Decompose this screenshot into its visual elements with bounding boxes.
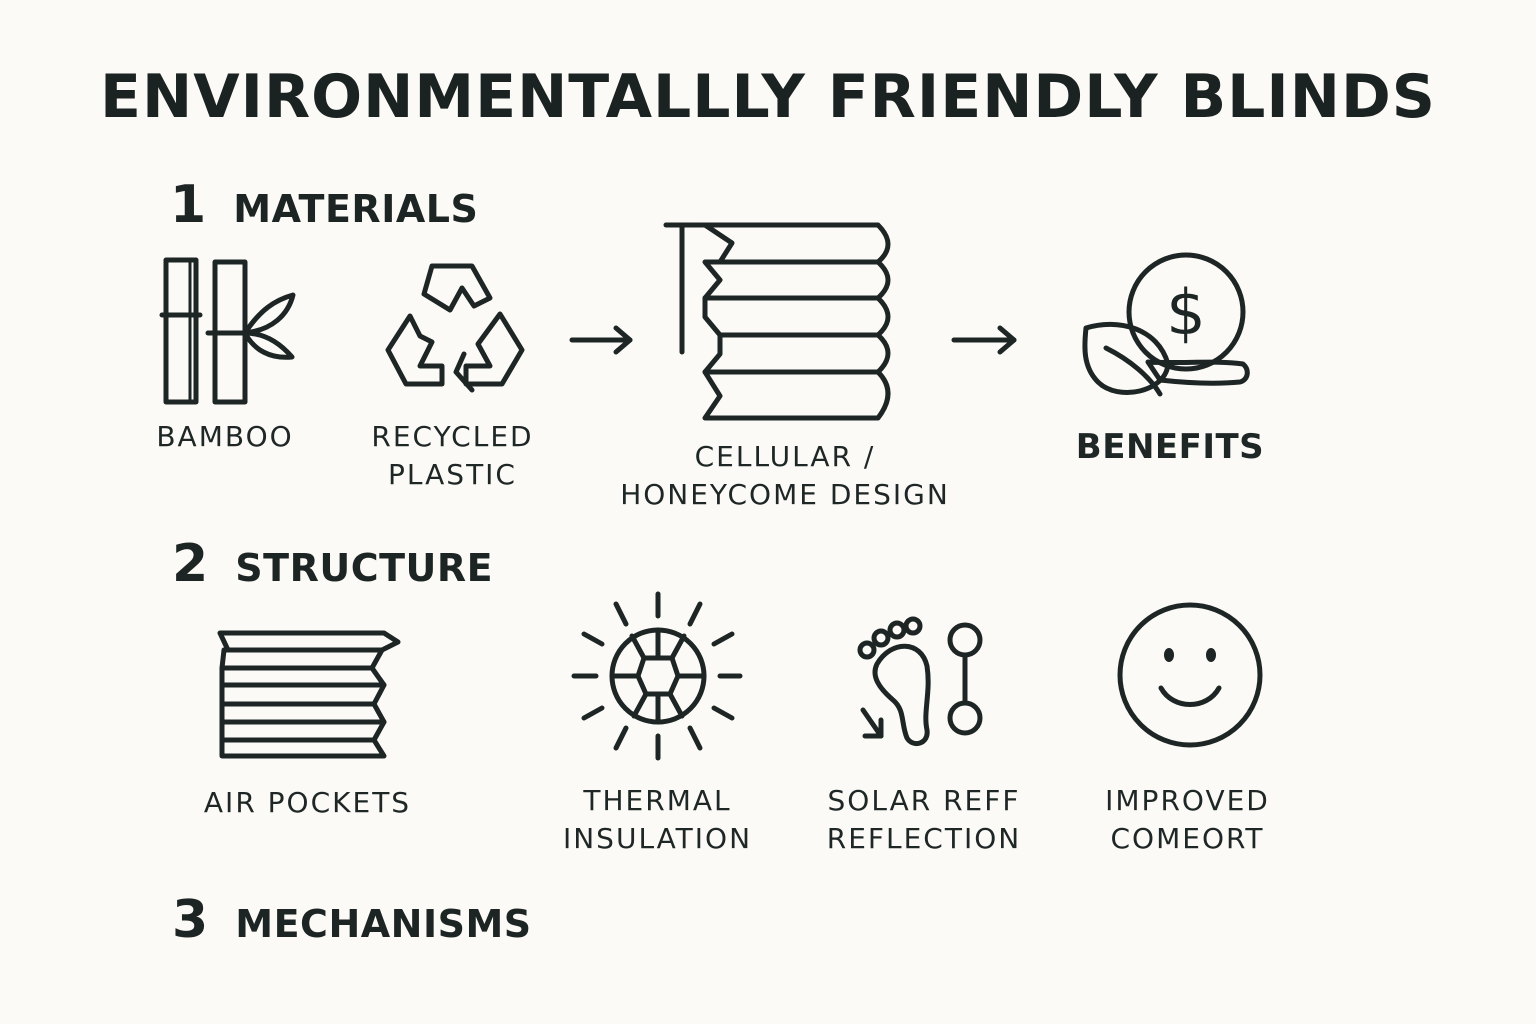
arrow-right-icon bbox=[951, 325, 1017, 355]
dollar-symbol: $ bbox=[1166, 276, 1205, 349]
thermal-sun-icon bbox=[571, 591, 743, 761]
section-label: MECHANISMS bbox=[235, 902, 532, 946]
comfort-label: IMPROVED COMEORT bbox=[1075, 782, 1300, 858]
cellular-label: CELLULAR / HONEYCOME DESIGN bbox=[580, 438, 990, 514]
section-number: 1 bbox=[170, 175, 207, 235]
section-materials: 1 MATERIALS bbox=[170, 175, 478, 235]
page-title: ENVIRONMENTALLLY FRIENDLY BLINDS bbox=[100, 62, 1436, 132]
cellular-label-line1: CELLULAR / bbox=[694, 440, 876, 473]
section-label: MATERIALS bbox=[233, 187, 479, 231]
air-pockets-label: AIR POCKETS bbox=[203, 786, 412, 819]
solar-label-line1: SOLAR REFF bbox=[827, 784, 1021, 817]
thermal-label-line1: THERMAL bbox=[583, 784, 732, 817]
bamboo-label: BAMBOO bbox=[156, 420, 294, 453]
recycled-label-line2: PLASTIC bbox=[388, 458, 517, 491]
money-leaf-icon: $ bbox=[1082, 252, 1250, 397]
thermal-label-line2: INSULATION bbox=[562, 822, 753, 855]
footprint-icon bbox=[857, 616, 983, 747]
arrow-right-icon bbox=[569, 325, 633, 355]
section-label: STRUCTURE bbox=[235, 546, 494, 590]
section-number: 3 bbox=[172, 890, 209, 950]
section-structure: 2 STRUCTURE bbox=[172, 534, 493, 594]
comfort-label-line2: COMEORT bbox=[1110, 822, 1265, 855]
cellular-blind-icon bbox=[663, 222, 891, 421]
bamboo-icon bbox=[159, 257, 296, 405]
recycle-icon bbox=[385, 263, 525, 393]
solar-label: SOLAR REFF REFLECTION bbox=[800, 782, 1048, 858]
thermal-label: THERMAL INSULATION bbox=[540, 782, 775, 858]
section-mechanisms: 3 MECHANISMS bbox=[172, 890, 532, 950]
comfort-label-line1: IMPROVED bbox=[1105, 784, 1270, 817]
cellular-label-line2: HONEYCOME DESIGN bbox=[620, 478, 950, 511]
recycled-label: RECYCLED PLASTIC bbox=[355, 418, 550, 494]
smiley-icon bbox=[1117, 602, 1263, 748]
air-pockets-icon bbox=[217, 630, 401, 759]
solar-label-line2: REFLECTION bbox=[826, 822, 1022, 855]
benefits-label: BENEFITS bbox=[1075, 427, 1265, 467]
section-number: 2 bbox=[172, 534, 209, 594]
recycled-label-line1: RECYCLED bbox=[371, 420, 534, 453]
